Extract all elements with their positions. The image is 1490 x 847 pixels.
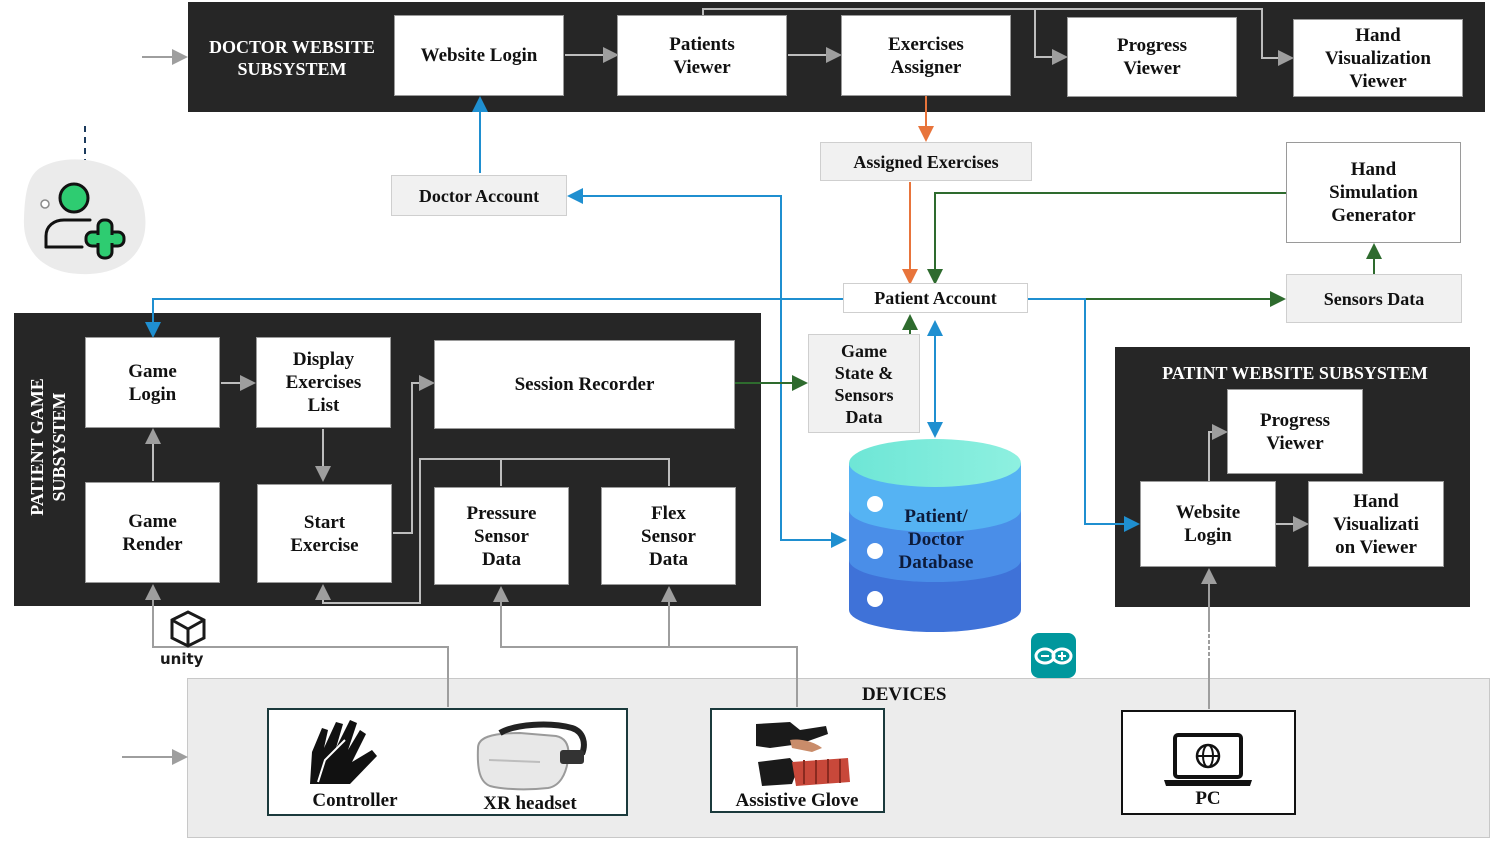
controller-label: Controller bbox=[312, 790, 398, 811]
game-login: Game Login bbox=[85, 337, 220, 428]
patient-progress-viewer: Progress Viewer bbox=[1227, 389, 1363, 474]
assistive-glove-device-box bbox=[710, 708, 885, 813]
patient-hand-visualization-viewer: Hand Visualizati on Viewer bbox=[1308, 481, 1444, 567]
pc-label: PC bbox=[1195, 788, 1221, 809]
doctor-hand-visualization-viewer: Hand Visualization Viewer bbox=[1293, 19, 1463, 97]
doctor-subsystem-title: DOCTOR WEBSITE SUBSYSTEM bbox=[209, 37, 375, 79]
unity-logo-text: unity bbox=[160, 650, 204, 668]
database-label: Patient/ Doctor Database bbox=[898, 506, 974, 573]
pressure-sensor-data: Pressure Sensor Data bbox=[434, 487, 569, 585]
game-render: Game Render bbox=[85, 482, 220, 583]
exercises-assigner: Exercises Assigner bbox=[841, 15, 1011, 96]
assistive-glove-label: Assistive Glove bbox=[735, 790, 859, 811]
pc-device-box bbox=[1121, 710, 1296, 815]
assigned-exercises-label: Assigned Exercises bbox=[820, 142, 1032, 181]
sensors-data-label: Sensors Data bbox=[1286, 274, 1462, 323]
patient-website-subsystem-title: PATINT WEBSITE SUBSYSTEM bbox=[1162, 363, 1428, 383]
flex-sensor-data: Flex Sensor Data bbox=[601, 487, 736, 585]
start-exercise: Start Exercise bbox=[257, 484, 392, 583]
doctor-account-label: Doctor Account bbox=[391, 175, 567, 216]
xr-headset-label: XR headset bbox=[483, 793, 577, 814]
doctor-progress-viewer: Progress Viewer bbox=[1067, 17, 1237, 97]
game-state-sensors-data-label: Game State & Sensors Data bbox=[808, 334, 920, 433]
display-exercises-list: Display Exercises List bbox=[256, 337, 391, 428]
session-recorder: Session Recorder bbox=[434, 340, 735, 429]
patient-website-login: Website Login bbox=[1140, 481, 1276, 567]
hand-simulation-generator: Hand Simulation Generator bbox=[1286, 142, 1461, 243]
devices-title: DEVICES bbox=[862, 684, 947, 705]
doctor-website-login: Website Login bbox=[394, 15, 564, 96]
patient-account-label: Patient Account bbox=[843, 283, 1028, 313]
patients-viewer: Patients Viewer bbox=[617, 15, 787, 96]
